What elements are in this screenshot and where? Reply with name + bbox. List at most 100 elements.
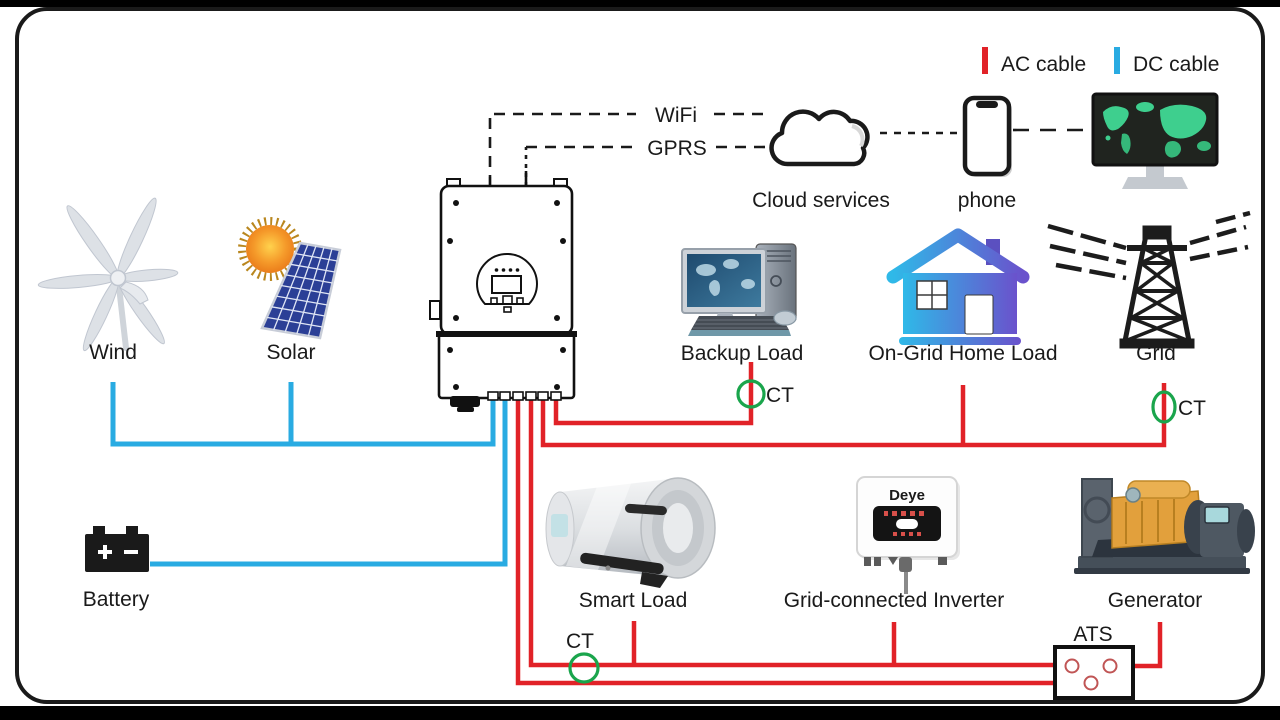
turbine-pole <box>115 275 129 351</box>
side-connector <box>429 300 441 320</box>
cloud-shape <box>769 109 870 167</box>
smart-load-label: Smart Load <box>579 589 688 612</box>
gci-connectors <box>864 557 947 572</box>
keypad <box>490 295 524 313</box>
tower-top <box>1142 225 1172 240</box>
battery-polarity-marks <box>98 545 138 559</box>
diagram-border <box>15 7 1265 704</box>
ct-sensors <box>568 379 1177 684</box>
ac-cable-swatch <box>982 47 988 74</box>
solar-icon <box>238 217 342 340</box>
wind-turbine-icon <box>37 197 179 352</box>
top-letterbox-bar <box>0 0 1280 7</box>
phone-notch <box>976 101 998 108</box>
world-map <box>1103 102 1211 158</box>
turbine-tail <box>119 281 149 305</box>
home-load-label: On-Grid Home Load <box>868 342 1057 365</box>
cloud-icon <box>769 109 870 167</box>
ct-grid-label: CT <box>1178 397 1206 420</box>
gen-skid <box>1078 556 1246 570</box>
tank-panel <box>551 514 568 537</box>
inverter-divider <box>436 331 577 337</box>
smart-load-icon <box>545 477 716 588</box>
ac-wires <box>515 362 1167 686</box>
backup-load-icon <box>681 243 797 336</box>
ct-smart-ring <box>568 652 600 684</box>
comms-links <box>488 112 1090 186</box>
pc-mouse <box>773 310 797 326</box>
led-indicators <box>494 268 520 272</box>
tower-bars <box>1131 261 1183 320</box>
sun-icon <box>246 225 294 273</box>
bottom-terminals <box>450 391 562 412</box>
gci-display-digits <box>884 511 924 536</box>
hybrid-inverter-icon <box>429 171 577 412</box>
ats-label: ATS <box>1073 623 1112 646</box>
bottom-letterbox-bar <box>0 706 1280 720</box>
pc-keyboard-keys <box>693 319 788 329</box>
dc-wires <box>110 382 508 567</box>
ct-backup-label: CT <box>766 384 794 407</box>
dc-cable-swatch <box>1114 47 1120 74</box>
gen-control-panel <box>1204 506 1230 524</box>
ct-grid-ring <box>1151 390 1177 424</box>
panel-face <box>260 241 342 340</box>
monitor-base <box>1122 177 1188 189</box>
ats-box <box>1053 645 1135 700</box>
wind-solar-dc-bus <box>110 382 496 447</box>
wifi-link-left <box>488 112 636 186</box>
gen-fan <box>1083 496 1111 524</box>
generator-icon <box>1074 478 1255 574</box>
backup-load-ac-wire <box>553 362 754 426</box>
tower-base <box>1119 338 1195 349</box>
gci-label: Grid-connected Inverter <box>784 589 1005 612</box>
gci-display-oval <box>896 519 918 529</box>
tower-braces <box>1124 246 1190 343</box>
battery-body <box>85 534 149 572</box>
house-roof <box>886 228 1030 284</box>
tank-ring-inner <box>663 503 693 553</box>
pc-power-button <box>770 275 782 287</box>
solar-panel <box>260 241 342 340</box>
wind-label: Wind <box>89 341 137 364</box>
tank-sheen <box>566 481 632 570</box>
ats-terminal-right <box>1102 658 1118 674</box>
grid-label: Grid <box>1136 342 1176 365</box>
grid-ac-bus <box>540 383 1167 448</box>
generator-label: Generator <box>1108 589 1203 612</box>
gci-brand-logo: Deye <box>889 487 925 504</box>
battery-label: Battery <box>83 588 150 611</box>
cloud-label: Cloud services <box>752 189 890 212</box>
ats-icon <box>1053 645 1135 700</box>
lcd-screen <box>491 275 522 294</box>
cloud-inner-shade <box>851 124 865 147</box>
backup-load-label: Backup Load <box>681 342 804 365</box>
phone-icon <box>962 95 1012 177</box>
phone-body <box>962 95 1012 177</box>
ac-cable-label: AC cable <box>1001 53 1086 76</box>
pc-screen-map <box>696 259 755 296</box>
panel-grid <box>266 244 338 337</box>
house-door <box>964 294 994 335</box>
inverter-ats-lower-wire <box>515 397 1085 686</box>
turbine-blades <box>37 197 179 352</box>
phone-label: phone <box>958 189 1016 212</box>
ct-smart-label: CT <box>566 630 594 653</box>
power-lines-right <box>1189 210 1251 262</box>
gci-icon: Deye <box>856 476 960 594</box>
gen-turbo-inlet <box>1125 487 1141 503</box>
legend: AC cable DC cable <box>982 47 1219 76</box>
turbine-hub <box>109 269 127 287</box>
ct-backup-ring <box>736 379 766 409</box>
wifi-label: WiFi <box>655 104 697 127</box>
gprs-label: GPRS <box>647 137 707 160</box>
battery-icon <box>85 526 149 572</box>
inverter-lower-body <box>437 332 576 400</box>
battery-dc-wire <box>150 398 508 567</box>
smart-load-ats-bus <box>528 397 1066 668</box>
gen-engine-ribs <box>1125 499 1175 544</box>
gen-end-bell <box>1237 509 1255 553</box>
tank-bracket <box>580 552 668 588</box>
